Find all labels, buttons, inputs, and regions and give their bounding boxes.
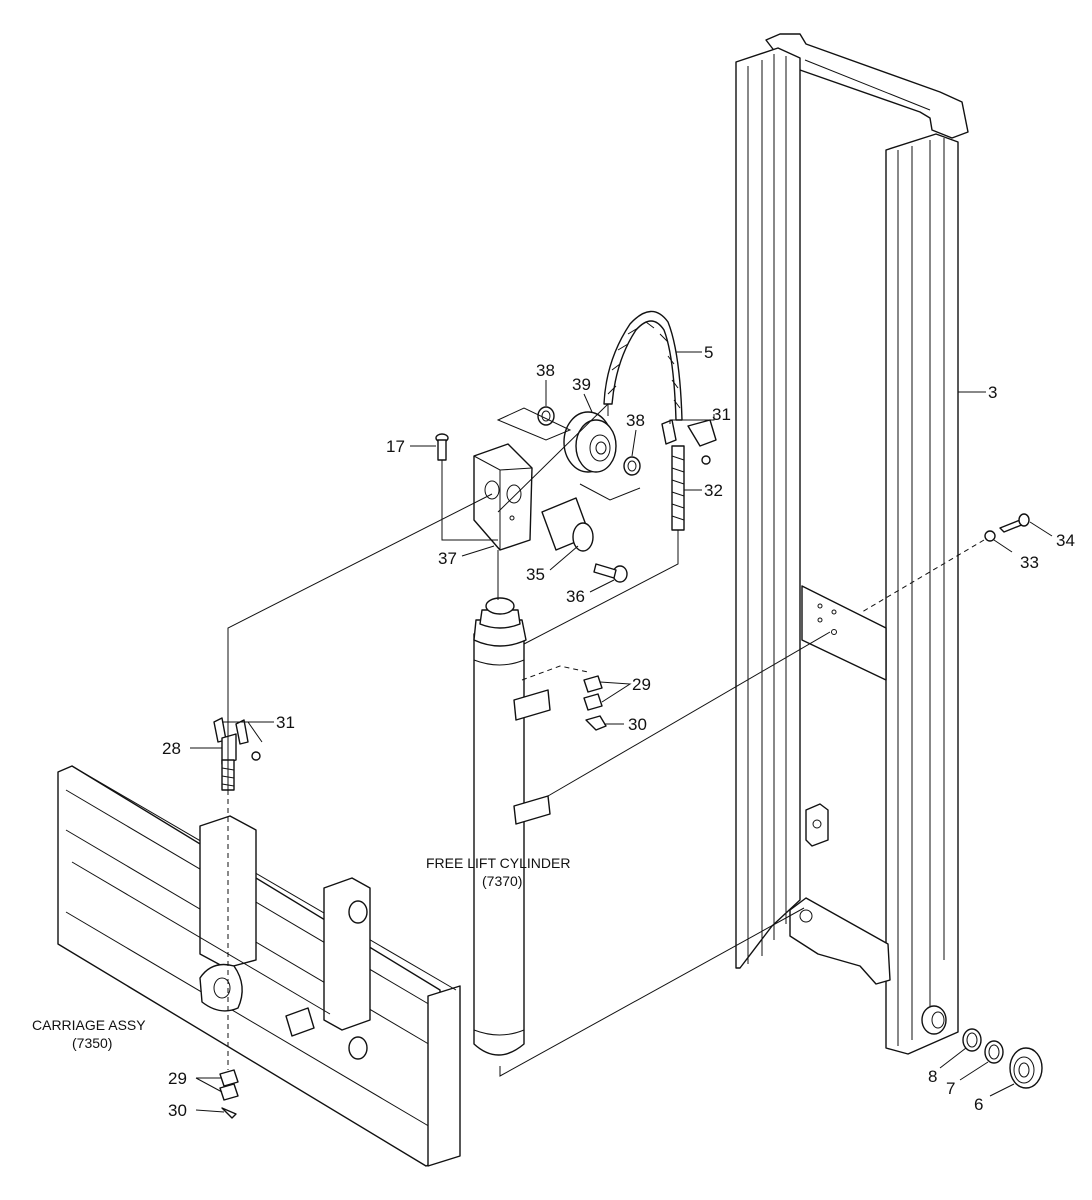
nut-and-cotter-pin-upper [583,675,607,731]
leader-bracket-to-mast [547,631,831,797]
sheave-and-washers [496,406,641,501]
inner-mast [735,33,969,1055]
callout-38-left: 38 [536,361,555,380]
sheave-bracket [473,443,533,600]
callout-36: 36 [566,587,585,606]
callout-31-upper: 31 [712,405,731,424]
bolt-and-washer [861,513,1030,613]
free-lift-cylinder [473,597,589,1056]
callout-30-lower: 30 [168,1101,187,1120]
callout-31-lower: 31 [276,713,295,732]
callout-35: 35 [526,565,545,584]
callout-17: 17 [386,437,405,456]
chain-anchor-lower [213,493,493,791]
callout-32: 32 [704,481,723,500]
carriage-caption: CARRIAGE ASSY [32,1017,146,1033]
callout-5: 5 [704,343,713,362]
chain-anchor-upper [523,419,717,645]
bolt-17 [435,433,498,541]
lift-chain [603,310,683,421]
bearing-assembly [962,1028,1043,1089]
callout-37: 37 [438,549,457,568]
leader-sheave [497,403,609,513]
callout-39: 39 [572,375,591,394]
callout-7: 7 [946,1079,955,1098]
callout-29-upper: 29 [632,675,651,694]
pin-and-bolt [541,497,628,583]
carriage-assembly [57,765,461,1167]
callout-33: 33 [1020,553,1039,572]
callout-3: 3 [988,383,997,402]
callout-6: 6 [974,1095,983,1114]
callout-30-upper: 30 [628,715,647,734]
callout-29-lower: 29 [168,1069,187,1088]
callout-34: 34 [1056,531,1075,550]
callout-8: 8 [928,1067,937,1086]
cylinder-caption: FREE LIFT CYLINDER [426,855,570,871]
callout-38-right: 38 [626,411,645,430]
cylinder-ref: (7370) [482,873,522,889]
callout-leaders [190,351,1053,1113]
leader-cylinder-to-mast [499,907,805,1077]
carriage-ref: (7350) [72,1035,112,1051]
callout-28: 28 [162,739,181,758]
nut-and-cotter-pin-lower [219,1069,239,1119]
